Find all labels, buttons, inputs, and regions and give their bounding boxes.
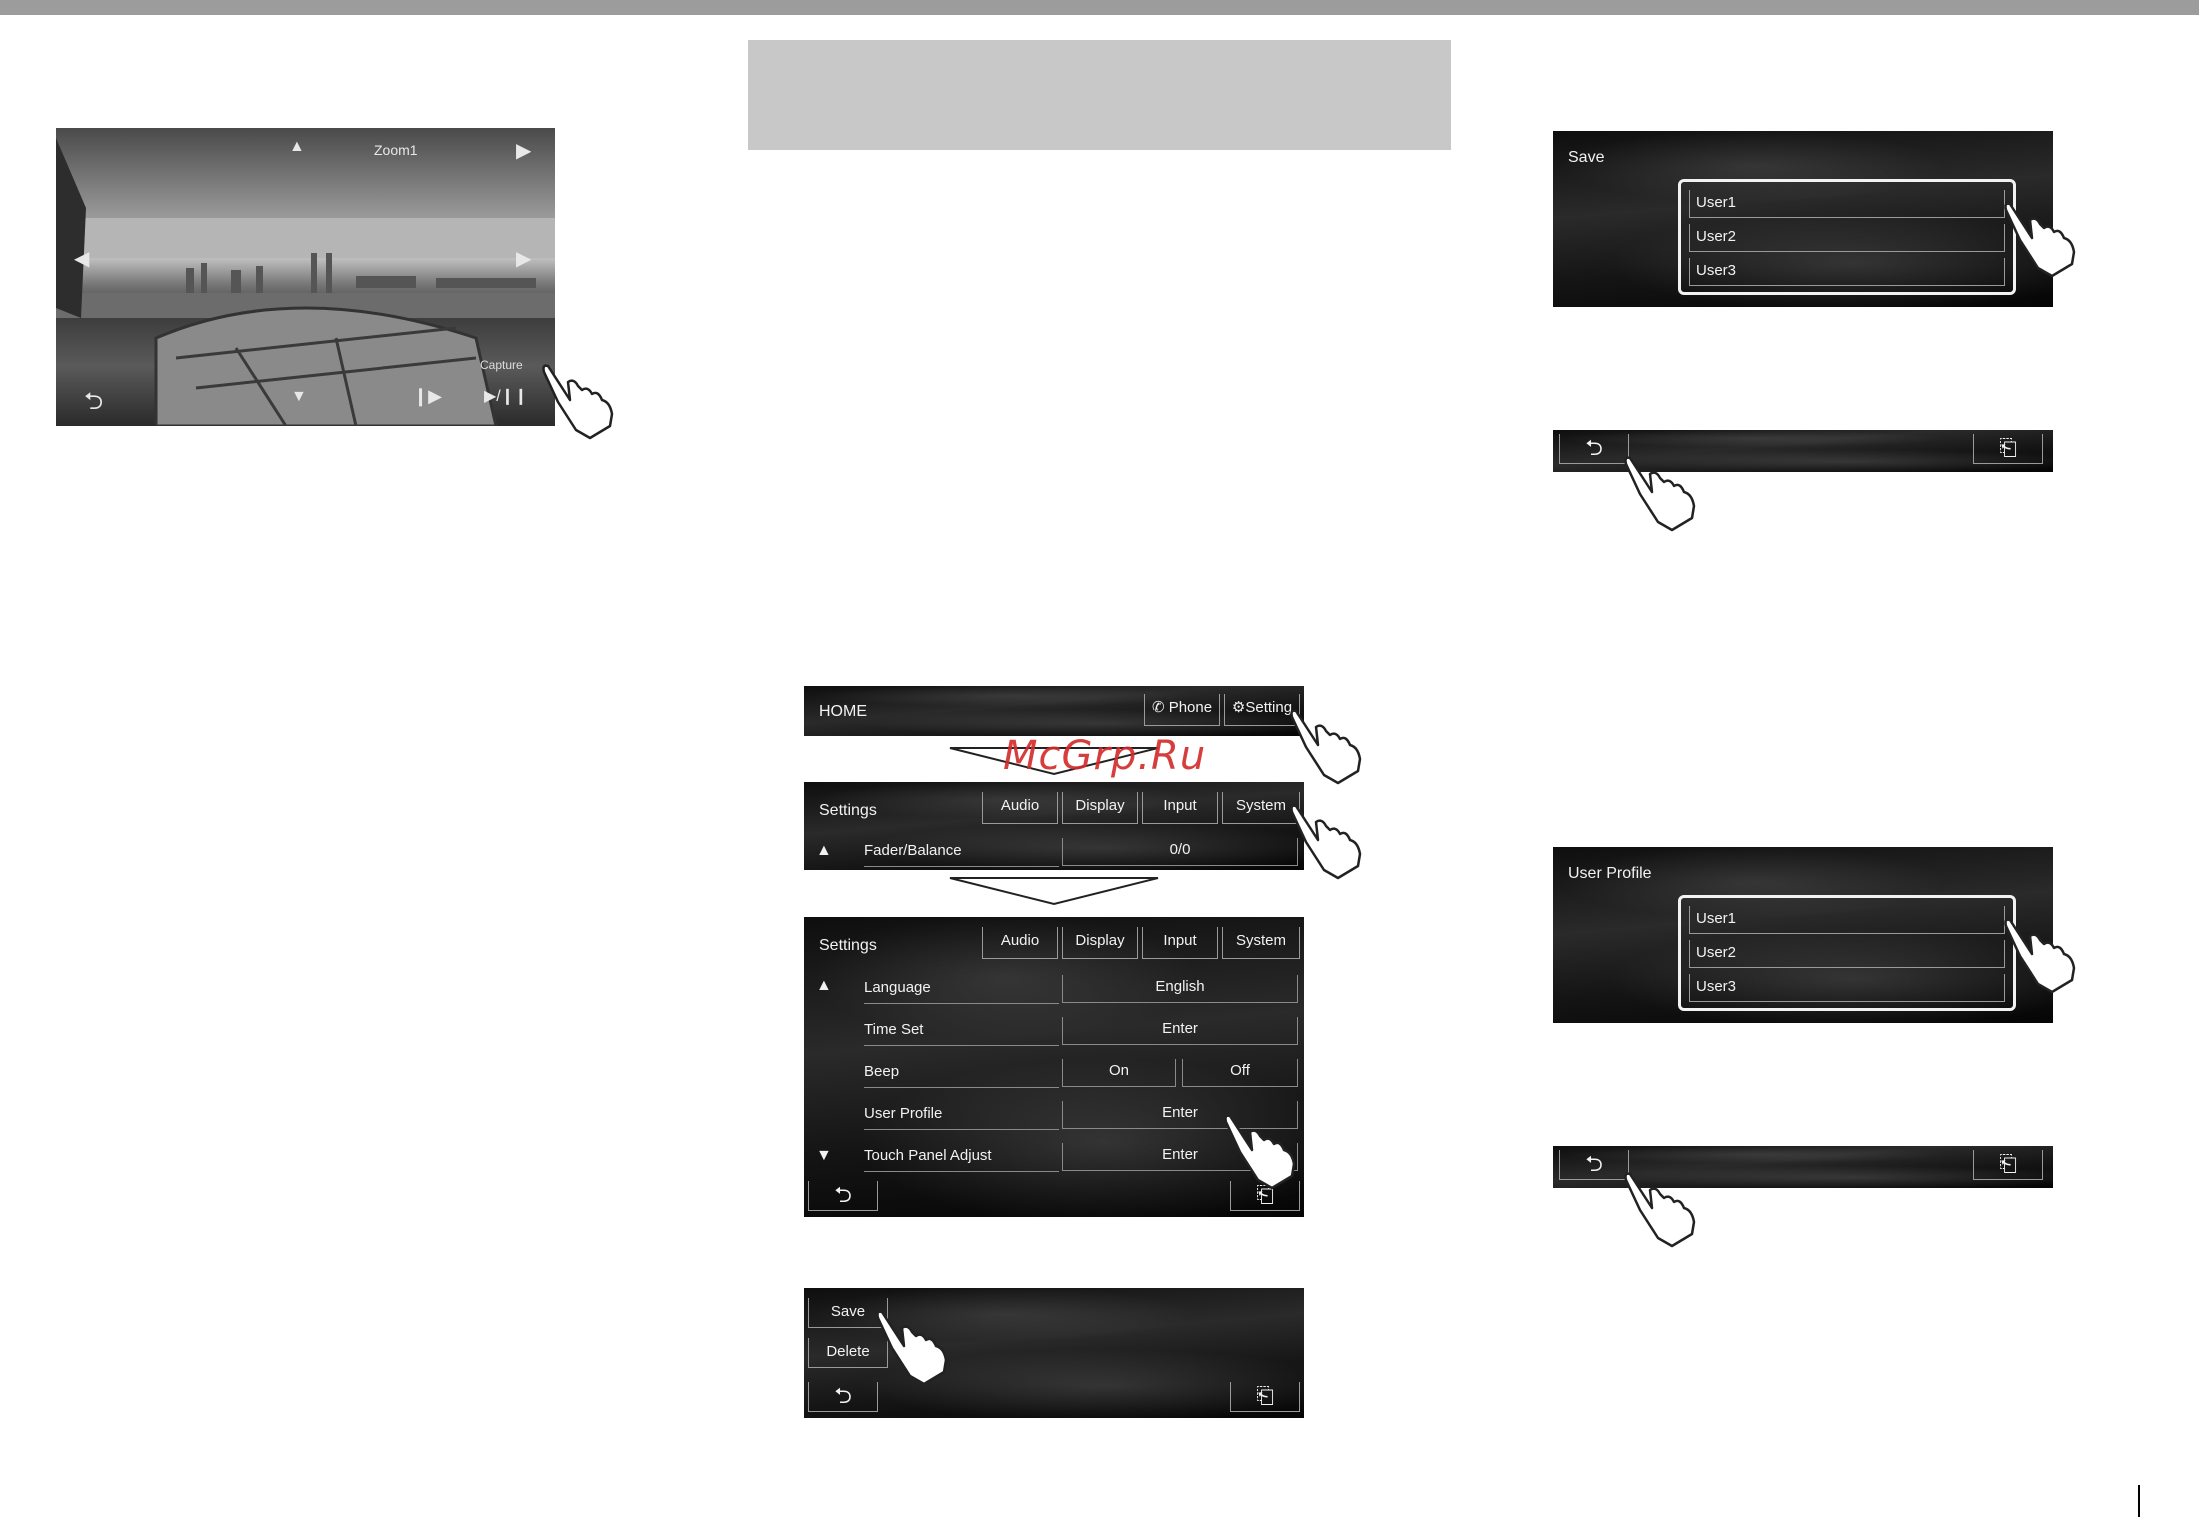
frame-step-icon[interactable]: ❙▶ <box>413 386 442 406</box>
language-label: Language <box>864 975 1059 1004</box>
exit-icon: ⎗ <box>1256 1383 1274 1408</box>
down-triangle-arrow <box>949 877 1159 906</box>
pointing-hand-icon <box>1290 804 1362 880</box>
exit-button[interactable]: ⎗ <box>1230 1382 1300 1412</box>
settings-screen-full: Settings Audio Display Input System ▲ La… <box>804 917 1304 1217</box>
user-profile-button[interactable]: Enter <box>1062 1101 1298 1129</box>
settings-title: Settings <box>819 937 877 954</box>
back-button[interactable]: ⮌ <box>1559 1150 1629 1180</box>
beep-off-button[interactable]: Off <box>1182 1059 1298 1087</box>
touch-panel-adjust-button[interactable]: Enter <box>1062 1143 1298 1171</box>
exit-button[interactable]: ⎗ <box>1230 1181 1300 1211</box>
back-icon[interactable]: ⮌ <box>84 388 104 415</box>
phone-button[interactable]: ✆ Phone <box>1144 694 1220 726</box>
fader-balance-value[interactable]: 0/0 <box>1062 838 1298 866</box>
tab-system[interactable]: System <box>1222 927 1300 959</box>
beep-on-button[interactable]: On <box>1062 1059 1176 1087</box>
exit-icon: ⎗ <box>1999 1151 2017 1176</box>
settings-button[interactable]: ⚙Setting <box>1224 694 1300 726</box>
capture-button[interactable]: Capture <box>480 358 523 372</box>
tab-system[interactable]: System <box>1222 792 1300 824</box>
language-value[interactable]: English <box>1062 975 1298 1003</box>
phone-label: Phone <box>1168 699 1213 716</box>
save-button[interactable]: Save <box>808 1298 888 1328</box>
user1-item[interactable]: User1 <box>1689 190 2005 218</box>
delete-button[interactable]: Delete <box>808 1338 888 1368</box>
user-profile-screen: User Profile User1 User2 User3 <box>1553 847 2053 1023</box>
tab-display[interactable]: Display <box>1062 792 1138 824</box>
back-button[interactable]: ⮌ <box>808 1382 878 1412</box>
photo-playback-screen: ▲ Zoom1 ▶ ◀ ▶ Capture ⮌ ▼ ❙▶ ▶/❙❙ <box>56 128 555 426</box>
settings-title: Settings <box>819 802 877 819</box>
back-icon: ⮌ <box>834 1182 852 1207</box>
user3-item[interactable]: User3 <box>1689 974 2005 1002</box>
touch-panel-adjust-label: Touch Panel Adjust <box>864 1143 1059 1172</box>
down-triangle-arrow <box>949 747 1159 776</box>
back-exit-bar: ⮌ ⎗ <box>1553 1146 2053 1188</box>
page-edge-mark <box>2138 1485 2140 1517</box>
back-icon: ⮌ <box>1585 1151 1603 1176</box>
top-bar <box>0 0 2199 15</box>
tab-input[interactable]: Input <box>1142 792 1218 824</box>
user1-item[interactable]: User1 <box>1689 906 2005 934</box>
settings-screen-small: Settings Audio Display Input System ▲ Fa… <box>804 782 1304 870</box>
pointing-hand-icon <box>2004 202 2076 278</box>
photo-scene <box>56 138 555 426</box>
tab-input[interactable]: Input <box>1142 927 1218 959</box>
zoom-label: Zoom1 <box>374 142 418 158</box>
user2-item[interactable]: User2 <box>1689 940 2005 968</box>
tab-audio[interactable]: Audio <box>982 927 1058 959</box>
back-icon: ⮌ <box>834 1383 852 1408</box>
pointing-hand-icon <box>1290 709 1362 785</box>
user-list: User1 User2 User3 <box>1678 895 2016 1011</box>
beep-label: Beep <box>864 1059 1059 1088</box>
user2-item[interactable]: User2 <box>1689 224 2005 252</box>
back-exit-bar: ⮌ ⎗ <box>1553 430 2053 472</box>
back-icon: ⮌ <box>1585 435 1603 460</box>
scroll-up-icon[interactable]: ▲ <box>816 842 832 859</box>
tab-audio[interactable]: Audio <box>982 792 1058 824</box>
exit-button[interactable]: ⎗ <box>1973 434 2043 464</box>
user-profile-label: User Profile <box>864 1101 1059 1130</box>
down-arrow-icon[interactable]: ▼ <box>291 388 307 405</box>
phone-icon: ✆ <box>1151 699 1165 716</box>
user-profile-title: User Profile <box>1568 865 1652 882</box>
back-button[interactable]: ⮌ <box>1559 434 1629 464</box>
section-header-box <box>748 40 1451 150</box>
save-delete-screen: Save Delete ⮌ ⎗ <box>804 1288 1304 1418</box>
pointing-hand-icon <box>876 1310 948 1386</box>
scroll-up-icon[interactable]: ▲ <box>816 977 832 994</box>
user-list: User1 User2 User3 <box>1678 179 2016 295</box>
next-icon[interactable]: ▶ <box>516 140 532 162</box>
settings-label: Setting <box>1245 699 1293 716</box>
pointing-hand-icon <box>1624 456 1696 532</box>
gear-icon: ⚙ <box>1231 699 1246 716</box>
pointing-hand-icon <box>542 364 614 440</box>
fader-balance-label: Fader/Balance <box>864 838 1059 867</box>
time-set-label: Time Set <box>864 1017 1059 1046</box>
time-set-button[interactable]: Enter <box>1062 1017 1298 1045</box>
exit-button[interactable]: ⎗ <box>1973 1150 2043 1180</box>
home-screen-bar: HOME ✆ Phone ⚙Setting <box>804 686 1304 736</box>
scroll-down-icon[interactable]: ▼ <box>816 1147 832 1164</box>
exit-icon: ⎗ <box>1999 435 2017 460</box>
user3-item[interactable]: User3 <box>1689 258 2005 286</box>
pointing-hand-icon <box>1224 1114 1296 1190</box>
watermark: McGrp.Ru <box>1003 733 1207 779</box>
pointing-hand-icon <box>2004 918 2076 994</box>
pointing-hand-icon <box>1624 1172 1696 1248</box>
right-arrow-icon[interactable]: ▶ <box>516 248 532 270</box>
left-arrow-icon[interactable]: ◀ <box>74 248 90 270</box>
tab-display[interactable]: Display <box>1062 927 1138 959</box>
up-arrow-icon[interactable]: ▲ <box>289 138 305 155</box>
play-pause-button[interactable]: ▶/❙❙ <box>484 388 528 405</box>
save-user-screen: Save User1 User2 User3 <box>1553 131 2053 307</box>
home-title: HOME <box>819 703 867 720</box>
save-title: Save <box>1568 149 1605 166</box>
exit-icon: ⎗ <box>1256 1182 1274 1207</box>
back-button[interactable]: ⮌ <box>808 1181 878 1211</box>
